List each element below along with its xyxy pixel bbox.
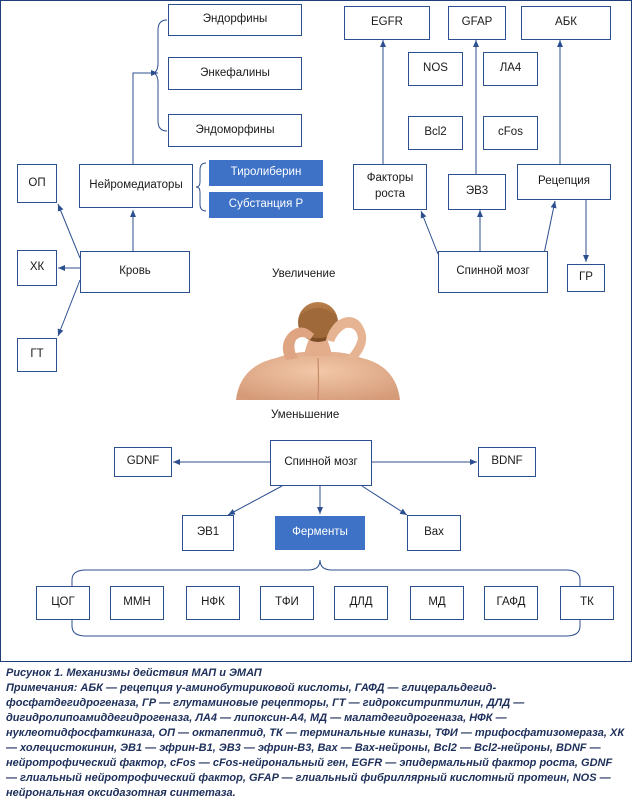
opioid-bracket xyxy=(151,19,168,132)
arrow-spinal-to-growth xyxy=(420,210,439,255)
enzyme-box-6: ГАФД xyxy=(484,586,538,620)
bdnf-box: BDNF xyxy=(478,447,536,477)
gdnf-label: GDNF xyxy=(126,455,160,468)
hk-label: ХК xyxy=(29,261,45,274)
endomorphins-label: Эндоморфины xyxy=(195,123,275,136)
enzyme-box-4: ДЛД xyxy=(334,586,388,620)
cfos-label: cFos xyxy=(498,126,523,139)
ev1-box: ЭВ1 xyxy=(182,515,234,551)
enkephalins-label: Энкефалины xyxy=(200,66,270,79)
arrow-neuromediators-to-opioids xyxy=(132,70,158,164)
spinal-cord-bottom-box: Спинной мозг xyxy=(270,440,372,486)
neuromediators-label: Нейромедиаторы xyxy=(89,179,183,192)
person-neck-photo xyxy=(236,302,400,400)
enzyme-label-7: ТК xyxy=(580,596,594,609)
arrow-blood-to-gt xyxy=(57,279,81,337)
la4-box: ЛА4 xyxy=(483,52,538,86)
reception-box: Рецепция xyxy=(517,164,611,200)
enzyme-label-1: ММН xyxy=(123,596,151,609)
enzyme-label-4: ДЛД xyxy=(349,596,373,609)
enzyme-label-6: ГАФД xyxy=(496,596,526,609)
nos-label: NOS xyxy=(423,62,448,75)
enzyme-box-0: ЦОГ xyxy=(36,586,90,620)
caption-notes: Примечания: АБК — рецепция γ-аминобутири… xyxy=(6,681,625,799)
gt-label: ГТ xyxy=(30,348,44,361)
enzyme-label-0: ЦОГ xyxy=(51,596,75,609)
blood-box: Кровь xyxy=(80,251,190,293)
spinal-cord-bottom-label: Спинной мозг xyxy=(284,456,358,469)
spinal-cord-top-label: Спинной мозг xyxy=(456,265,530,278)
gdnf-box: GDNF xyxy=(114,447,172,477)
enzyme-label-3: ТФИ xyxy=(275,596,299,609)
egfr-label: EGFR xyxy=(371,16,403,29)
caption-title: Рисунок 1. Механизмы действия МАП и ЭМАП xyxy=(6,667,262,679)
enzyme-box-5: МД xyxy=(410,586,464,620)
egfr-box: EGFR xyxy=(344,6,430,40)
enzyme-box-2: НФК xyxy=(186,586,240,620)
gt-box: ГТ xyxy=(17,338,57,372)
enzymes-label: Ферменты xyxy=(292,526,348,539)
vax-label: Вах xyxy=(424,526,444,539)
enzyme-bracket-top xyxy=(71,559,581,581)
enzyme-label-2: НФК xyxy=(201,596,225,609)
decrease-label: Уменьшение xyxy=(271,409,340,421)
gfap-label: GFAP xyxy=(461,16,493,29)
abk-label: АБК xyxy=(555,16,577,29)
op-label: ОП xyxy=(28,176,46,189)
op-box: ОП xyxy=(17,164,57,203)
reception-label: Рецепция xyxy=(538,175,590,188)
enzymes-box: Ферменты xyxy=(275,516,365,550)
arrow-spinal-to-reception xyxy=(543,200,557,255)
hk-box: ХК xyxy=(17,250,57,286)
enzyme-label-5: МД xyxy=(428,596,446,609)
figure-caption: Рисунок 1. Механизмы действия МАП и ЭМАП… xyxy=(6,666,626,801)
enzyme-bracket-bottom xyxy=(71,625,581,637)
arrow-blood-to-op xyxy=(57,203,81,259)
endorphins-box: Эндорфины xyxy=(168,4,302,36)
ev3-label: ЭВ3 xyxy=(465,185,489,198)
bdnf-label: BDNF xyxy=(491,455,523,468)
cfos-box: cFos xyxy=(483,116,538,150)
blood-label: Кровь xyxy=(119,265,151,278)
enzyme-box-3: ТФИ xyxy=(260,586,314,620)
gfap-box: GFAP xyxy=(448,6,506,40)
arrow-spinal-to-ev1 xyxy=(227,485,283,516)
vax-box: Вах xyxy=(407,515,461,551)
enzyme-box-7: ТК xyxy=(560,586,614,620)
bcl2-box: Bcl2 xyxy=(408,116,463,150)
growth-factors-box: Факторы роста xyxy=(353,164,427,210)
abk-box: АБК xyxy=(521,6,611,40)
nos-box: NOS xyxy=(408,52,463,86)
endorphins-label: Эндорфины xyxy=(202,13,268,26)
endomorphins-box: Эндоморфины xyxy=(168,114,302,147)
gr-label: ГР xyxy=(579,271,593,284)
growth-factors-label: Факторы роста xyxy=(366,172,414,200)
la4-label: ЛА4 xyxy=(499,62,522,75)
ev3-box: ЭВ3 xyxy=(448,174,506,210)
hormone-bracket xyxy=(195,162,207,212)
thyroliberin-label: Тиролиберин xyxy=(230,166,302,179)
arrow-spinal-to-vax xyxy=(361,485,408,516)
enzyme-box-1: ММН xyxy=(110,586,164,620)
substance-p-box: Субстанция Р xyxy=(209,192,323,218)
bcl2-label: Bcl2 xyxy=(424,126,447,139)
enkephalins-box: Энкефалины xyxy=(168,57,302,90)
thyroliberin-box: Тиролиберин xyxy=(209,160,323,186)
spinal-cord-top-box: Спинной мозг xyxy=(438,251,548,293)
increase-label: Увеличение xyxy=(272,268,336,280)
ev1-label: ЭВ1 xyxy=(196,526,220,539)
substance-p-label: Субстанция Р xyxy=(228,198,304,211)
gr-box: ГР xyxy=(567,264,605,292)
neuromediators-box: Нейромедиаторы xyxy=(79,164,193,208)
